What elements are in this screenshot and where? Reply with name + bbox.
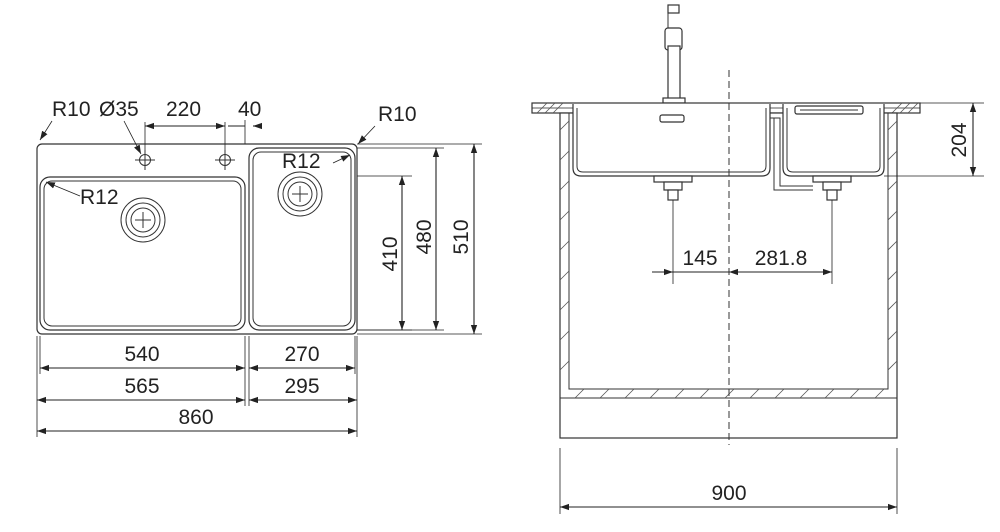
tap-offset-label: 40	[238, 98, 261, 121]
front-large-drain	[653, 175, 693, 201]
top-view: R10 Ø35 220 40 R10 R12 R12 410 480 510	[36, 98, 482, 437]
dim-270-label: 270	[284, 343, 319, 366]
corner-radius-left-label: R10	[52, 98, 91, 121]
inner-radius-right-label: R12	[282, 150, 321, 173]
small-bowl	[248, 147, 356, 331]
tap-spacing-label: 220	[166, 98, 201, 121]
dim-281-8-label: 281.8	[755, 247, 808, 270]
dim-410-label: 410	[379, 236, 402, 271]
small-bowl-inner	[252, 151, 352, 327]
dim-860-label: 860	[178, 406, 213, 429]
dim-900-label: 900	[711, 482, 746, 505]
large-bowl-inner	[43, 180, 242, 327]
basket-accessory	[794, 105, 864, 115]
dim-565-label: 565	[124, 375, 159, 398]
tap-hole-left	[135, 150, 155, 170]
dim-295-label: 295	[284, 375, 319, 398]
overflow-slot	[659, 114, 685, 123]
large-bowl	[39, 176, 246, 331]
large-bowl-drain	[120, 197, 166, 243]
inner-radius-left-label: R12	[80, 186, 119, 209]
corner-radius-right-label: R10	[378, 103, 417, 126]
dim-204-label: 204	[948, 122, 971, 157]
small-bowl-drain	[277, 171, 323, 217]
faucet	[662, 4, 686, 104]
dim-540-label: 540	[124, 343, 159, 366]
front-small-bowl	[782, 104, 885, 177]
dim-510-label: 510	[450, 219, 473, 254]
dim-480-label: 480	[413, 219, 436, 254]
front-view: 204 145 281.8 900	[531, 4, 984, 514]
tap-hole-right	[215, 150, 235, 170]
tap-hole-diameter-label: Ø35	[99, 98, 139, 121]
overflow-pipe	[770, 117, 813, 187]
dim-145-label: 145	[682, 247, 717, 270]
